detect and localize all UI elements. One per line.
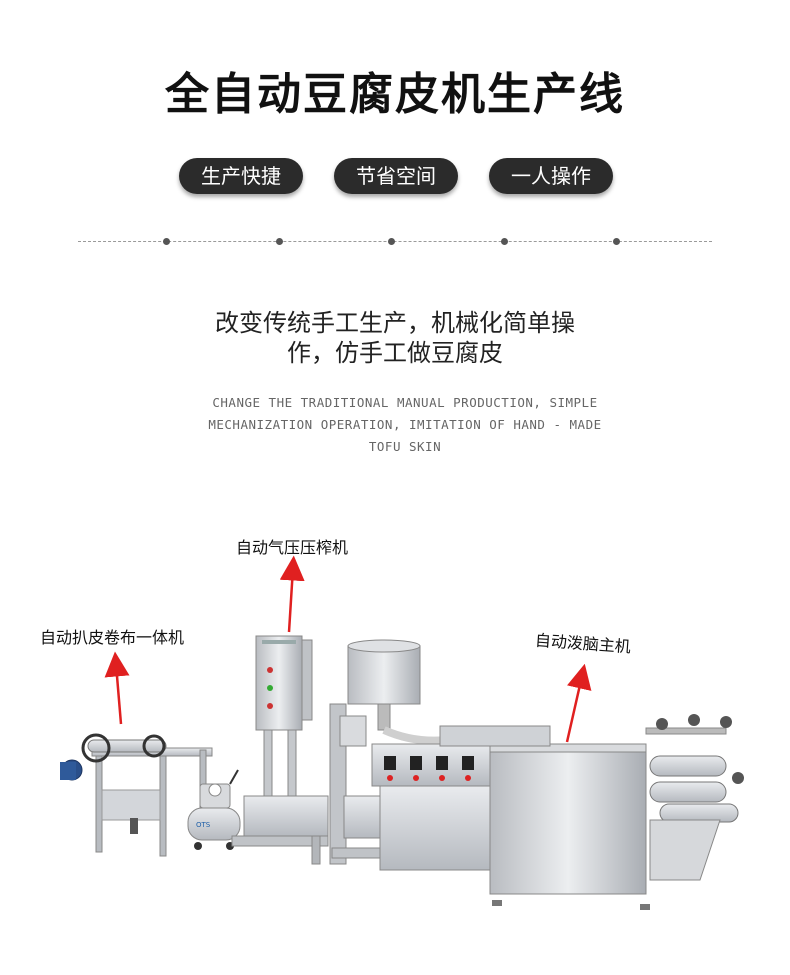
callout-peeler-label: 自动扒皮卷布一体机 xyxy=(40,628,185,647)
knob-icon xyxy=(656,718,668,730)
knob-icon xyxy=(720,716,732,728)
arrow-main xyxy=(565,663,592,743)
air-compressor: OTS xyxy=(187,769,241,850)
slogan-english: CHANGE THE TRADITIONAL MANUAL PRODUCTION… xyxy=(208,395,602,454)
feature-badge-space: 节省空间 xyxy=(334,158,458,194)
divider-dot xyxy=(388,238,395,245)
page-title: 全自动豆腐皮机生产线 xyxy=(165,69,625,120)
roller-icon xyxy=(649,781,727,803)
control-switch-icon xyxy=(410,756,422,770)
feature-badge-fast: 生产快捷 xyxy=(179,158,303,194)
control-switch-icon xyxy=(384,756,396,770)
divider-dot xyxy=(163,238,170,245)
handwheel-icon xyxy=(732,772,744,784)
callout-press-label: 自动气压压榨机 xyxy=(236,538,349,557)
divider-dot xyxy=(613,238,620,245)
slogan-chinese: 改变传统手工生产，机械化简单操 作，仿手工做豆腐皮 xyxy=(0,308,790,368)
divider-dot xyxy=(276,238,283,245)
knob-icon xyxy=(688,714,700,726)
slogan-line-2: 作，仿手工做豆腐皮 xyxy=(287,339,503,367)
main-forming-machine xyxy=(371,714,744,910)
arrow-peeler xyxy=(104,651,130,725)
slurry-hopper xyxy=(329,639,461,865)
divider-dot xyxy=(501,238,508,245)
feature-badge-one-person: 一人操作 xyxy=(489,158,613,194)
peeling-machine xyxy=(60,733,213,857)
control-switch-icon xyxy=(436,756,448,770)
arrow-press xyxy=(279,555,305,633)
pneumatic-press xyxy=(231,635,329,865)
dotted-divider xyxy=(78,241,712,242)
pulley-icon xyxy=(142,734,166,758)
svg-text:OTS: OTS xyxy=(196,821,211,829)
slogan-line-1: 改变传统手工生产，机械化简单操 xyxy=(215,309,575,337)
control-switch-icon xyxy=(462,756,474,770)
callout-arrows xyxy=(104,555,592,743)
pulley-icon xyxy=(81,733,111,763)
roller-icon xyxy=(659,803,739,823)
roller-icon xyxy=(649,755,727,777)
